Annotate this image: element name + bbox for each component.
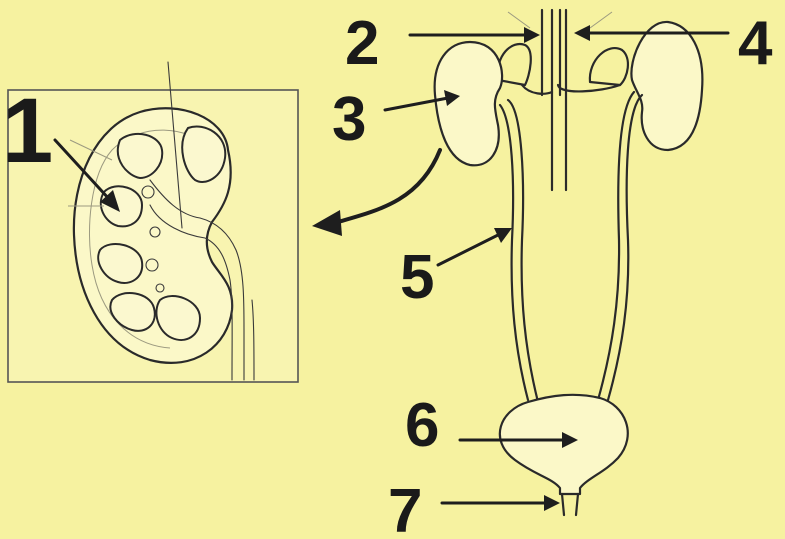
label-1: 1 (2, 80, 53, 182)
arrow-7-head (544, 495, 560, 511)
vessel-joint (522, 85, 552, 94)
arrow-4-head (574, 25, 590, 41)
label-7: 7 (388, 477, 422, 539)
pyramid (101, 186, 142, 226)
kidney-left (435, 42, 502, 165)
aorta (542, 10, 552, 190)
faint-line (590, 12, 612, 28)
kidney-right (631, 22, 702, 150)
label-6: 6 (405, 391, 439, 460)
label-3: 3 (332, 85, 366, 154)
urethra (562, 494, 578, 515)
vena-cava (560, 10, 566, 190)
label-4: 4 (738, 9, 773, 78)
arrow-5 (438, 234, 500, 265)
label-2: 2 (345, 9, 379, 78)
faint-line (508, 12, 530, 28)
arrow-2-head (524, 27, 540, 43)
ureter-right (608, 95, 642, 400)
ureter-left (500, 105, 528, 400)
adrenal-gland-right (590, 48, 628, 85)
vessel-joint (558, 85, 620, 91)
label-5: 5 (400, 243, 434, 312)
pointer-arrow-to-inset (312, 150, 440, 236)
